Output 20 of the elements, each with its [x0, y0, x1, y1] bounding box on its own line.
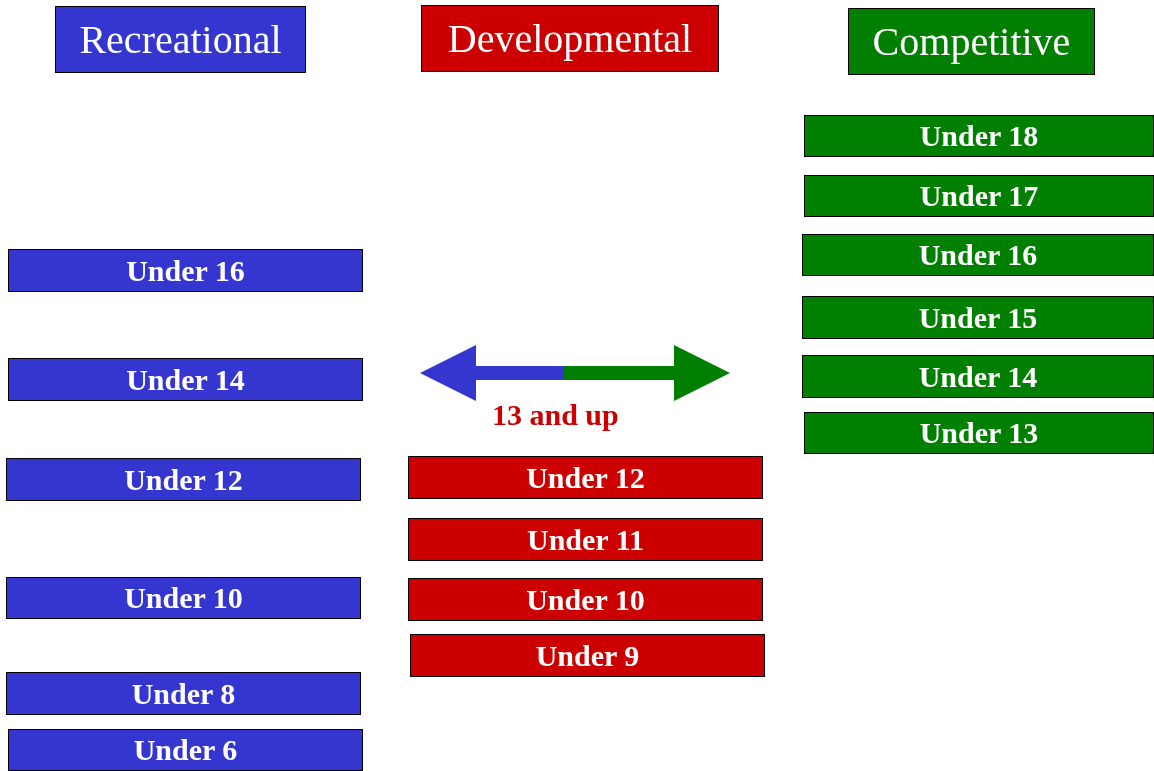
- age-group-bar: Under 18: [804, 115, 1154, 157]
- age-group-bar: Under 17: [804, 175, 1154, 217]
- age-group-bar: Under 11: [408, 518, 763, 561]
- age-group-bar: Under 15: [802, 296, 1154, 339]
- category-header: Recreational: [55, 6, 306, 73]
- age-group-bar: Under 14: [8, 358, 363, 401]
- category-header: Competitive: [848, 8, 1095, 75]
- category-header: Developmental: [421, 5, 719, 72]
- age-group-bar: Under 12: [408, 456, 763, 499]
- age-group-bar: Under 14: [802, 355, 1154, 398]
- age-group-bar: Under 10: [6, 577, 361, 619]
- age-group-bar: Under 16: [802, 234, 1154, 276]
- age-group-bar: Under 6: [8, 729, 363, 771]
- age-group-bar: Under 10: [408, 578, 763, 621]
- age-range-label: 13 and up: [492, 400, 619, 430]
- age-group-bar: Under 16: [8, 249, 363, 292]
- age-group-bar: Under 8: [6, 672, 361, 715]
- age-group-bar: Under 9: [410, 634, 765, 677]
- age-group-bar: Under 13: [804, 412, 1154, 454]
- age-group-bar: Under 12: [6, 458, 361, 501]
